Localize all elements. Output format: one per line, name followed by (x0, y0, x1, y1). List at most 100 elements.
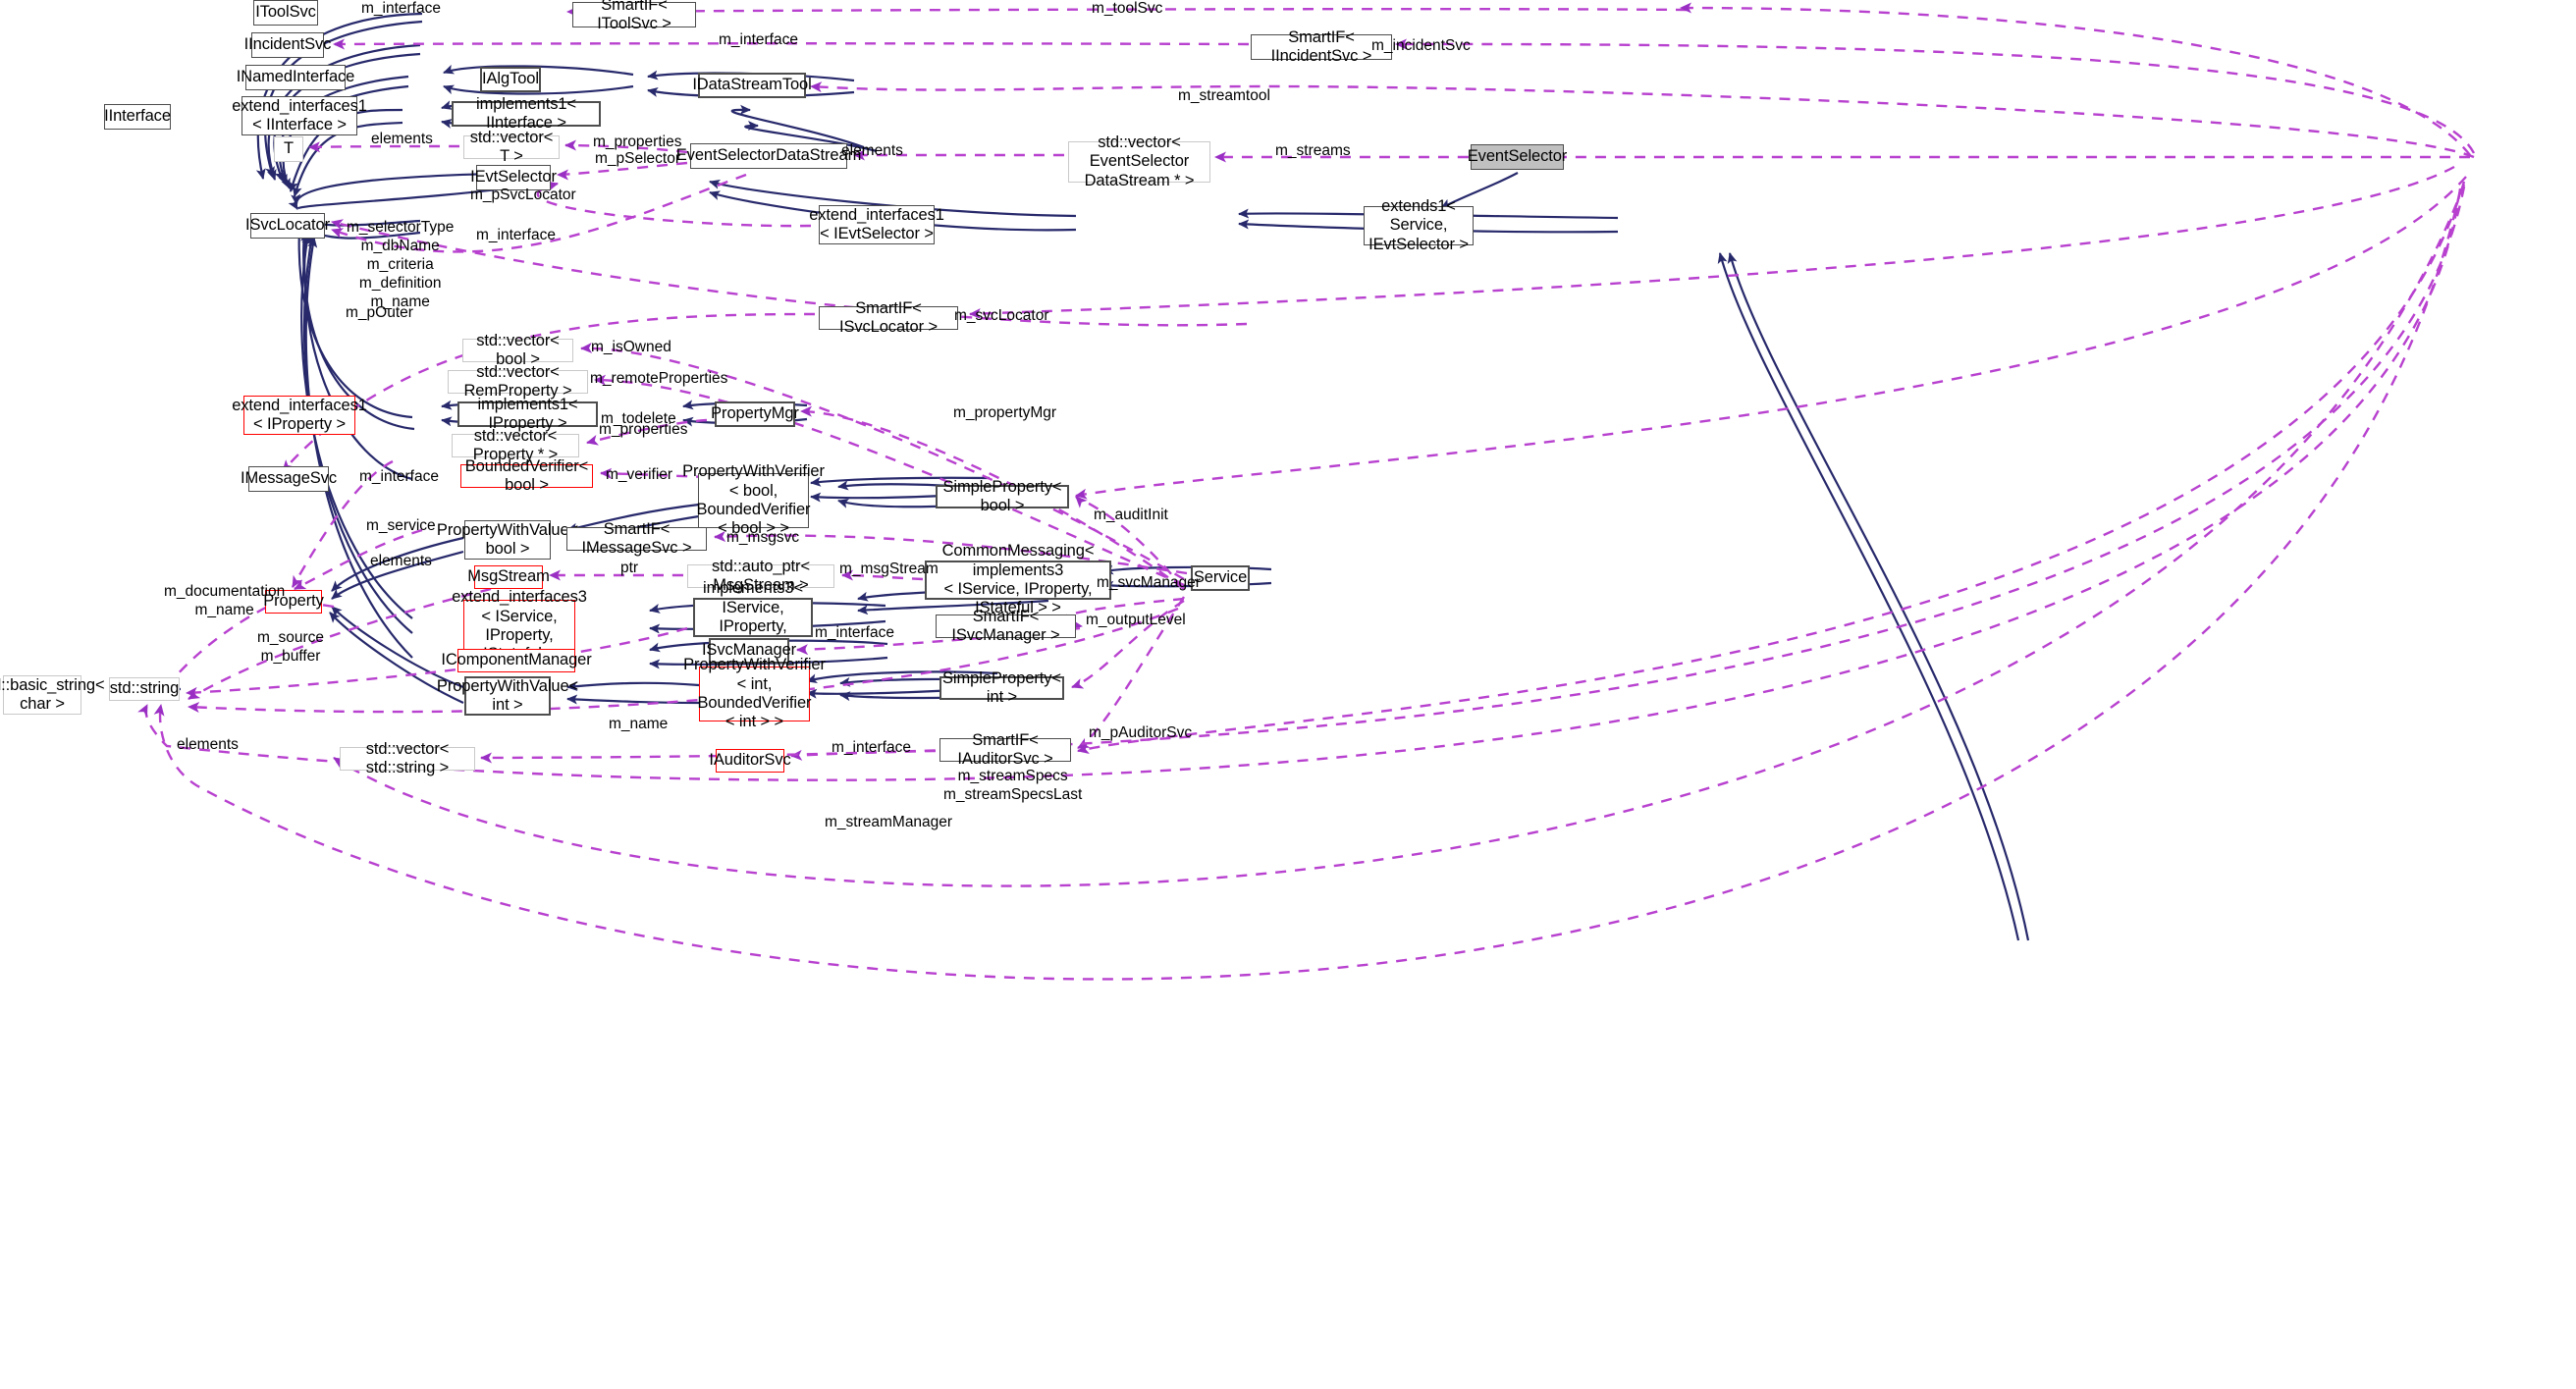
class-node-label: PropertyMgr (711, 404, 799, 423)
class-node-label: MsgStream (467, 567, 550, 586)
class-node-vector-property-p[interactable]: std::vector< Property * > (452, 427, 579, 463)
class-node-eventselectordatastream[interactable]: EventSelectorDataStream (676, 143, 861, 169)
class-node-implements3[interactable]: implements3< IService,IProperty, IStatef… (693, 579, 813, 654)
class-node-label: EventSelector (1467, 147, 1568, 166)
class-node-isvclocator[interactable]: ISvcLocator (245, 213, 330, 239)
edge-label-elements-1: elements (371, 131, 433, 147)
class-node-propertywithvalue-int[interactable]: PropertyWithValue<int > (437, 676, 578, 716)
class-node-propertywithverifier-int[interactable]: PropertyWithVerifier< int, BoundedVerifi… (683, 656, 826, 730)
class-node-extend1-iinterface[interactable]: extend_interfaces1< IInterface > (232, 96, 367, 135)
edge-label-m-pselector: m_pSelector (595, 150, 681, 167)
class-node-propertymgr[interactable]: PropertyMgr (711, 401, 799, 427)
class-node-label: PropertyWithVerifier< int, BoundedVerifi… (683, 656, 826, 731)
class-node-label: extend_interfaces1< IProperty > (232, 396, 367, 433)
class-node-ievtselector[interactable]: IEvtSelector (470, 165, 557, 190)
edge-label-m-psvclocator: m_pSvcLocator (470, 187, 576, 203)
class-node-implements1-iinterface[interactable]: implements1< IInterface > (452, 95, 601, 132)
class-node-simpleproperty-bool[interactable]: SimpleProperty< bool > (936, 478, 1069, 514)
class-node-label: T (284, 139, 294, 158)
edge-label-m-todelete: m_todelete (601, 410, 676, 427)
class-node-commonmessaging[interactable]: CommonMessaging< implements3< IService, … (925, 542, 1111, 616)
class-node-label: std::vector< std::string > (365, 739, 450, 776)
class-node-vector-bool[interactable]: std::vector< bool > (462, 332, 573, 368)
class-node-iinterface[interactable]: IInterface (104, 104, 171, 130)
class-node-label: PropertyWithValue<int > (436, 676, 579, 714)
class-node-label: std::vector< Property * > (472, 426, 559, 463)
class-node-label: IDataStreamTool (692, 76, 812, 94)
class-node-label: Service (1193, 568, 1248, 587)
class-node-simpleproperty-int[interactable]: SimpleProperty< int > (939, 669, 1064, 706)
class-node-eventselector[interactable]: EventSelector (1468, 144, 1567, 170)
class-node-label: IAuditorSvc (709, 751, 791, 770)
class-node-smartif-imessagesvc[interactable]: SmartIF< IMessageSvc > (566, 520, 707, 557)
class-node-property[interactable]: Property (263, 590, 324, 614)
class-node-label: PropertyWithValue<bool > (436, 520, 579, 558)
edge-label-m-isowned: m_isOwned (591, 339, 671, 355)
class-node-smartif-iauditorsvc[interactable]: SmartIF< IAuditorSvc > (939, 731, 1071, 768)
edge-label-m-properties-2: m_properties (599, 421, 688, 438)
edge-label-m-svclocator: m_svcLocator (954, 307, 1049, 324)
class-node-isvcmanager[interactable]: ISvcManager (702, 638, 796, 664)
class-node-label: IMessageSvc (241, 469, 337, 488)
edge-label-m-propertymgr: m_propertyMgr (953, 404, 1057, 421)
class-node-service[interactable]: Service (1191, 565, 1250, 591)
class-node-label: IToolSvc (255, 3, 316, 22)
class-node-extends1-service[interactable]: extends1< Service,IEvtSelector > (1364, 197, 1474, 253)
class-node-icomponentmanager[interactable]: IComponentManager (441, 649, 592, 672)
class-node-msgstream[interactable]: MsgStream (467, 565, 550, 589)
class-node-vector-string[interactable]: std::vector< std::string > (340, 740, 475, 776)
class-node-propertywithvalue-bool[interactable]: PropertyWithValue<bool > (437, 520, 578, 560)
edge-label-m-streammanager: m_streamManager (825, 814, 953, 830)
class-node-std-string[interactable]: std::string (109, 677, 180, 701)
edge-label-m-svcmanager: m_svcManager (1097, 574, 1201, 591)
class-node-implements1-iproperty[interactable]: implements1< IProperty > (457, 396, 598, 432)
class-node-smartif-isvclocator[interactable]: SmartIF< ISvcLocator > (819, 299, 958, 336)
class-node-label: INamedInterface (236, 68, 355, 86)
edge-label-m-interface-5: m_interface (815, 624, 894, 641)
class-node-idatastreamtool[interactable]: IDataStreamTool (692, 73, 812, 98)
class-node-smartif-isvcmanager[interactable]: SmartIF< ISvcManager > (936, 608, 1076, 644)
class-node-basic-string[interactable]: std::basic_string<char > (0, 675, 105, 715)
class-node-label: SmartIF< ISvcManager > (951, 607, 1060, 644)
class-node-label: implements1< IProperty > (477, 395, 578, 432)
edge-label-elements-4: elements (177, 736, 239, 753)
edge-label-m-outputlevel: m_outputLevel (1086, 612, 1186, 628)
edge-label-m-interface-4: m_interface (359, 468, 439, 485)
class-node-label: extend_interfaces1< IEvtSelector > (809, 205, 944, 242)
class-node-iincidentsvc[interactable]: IIncidentSvc (244, 32, 331, 58)
class-node-label: Property (263, 592, 324, 611)
class-node-inamedinterface[interactable]: INamedInterface (237, 65, 354, 90)
class-node-extend1-iproperty[interactable]: extend_interfaces1< IProperty > (232, 396, 367, 435)
class-node-smartif-iincidentsvc[interactable]: SmartIF< IIncidentSvc > (1251, 28, 1392, 65)
class-node-label: SmartIF< IToolSvc > (597, 0, 671, 32)
class-node-vector-remproperty[interactable]: std::vector< RemProperty > (448, 363, 588, 400)
class-node-extend3[interactable]: extend_interfaces3< IService, IProperty,… (452, 588, 587, 663)
class-node-vector-t[interactable]: std::vector< T > (463, 129, 560, 165)
edge-label-m-auditinit: m_auditInit (1094, 507, 1168, 523)
class-node-smartif-itoolsvc[interactable]: SmartIF< IToolSvc > (572, 0, 696, 32)
class-node-label: SmartIF< IAuditorSvc > (957, 730, 1053, 768)
class-node-itoolsvc[interactable]: IToolSvc (253, 0, 318, 26)
class-node-autoptr-msgstream[interactable]: std::auto_ptr< MsgStream > (687, 558, 834, 594)
class-node-propertywithverifier-bool[interactable]: PropertyWithVerifier< bool, BoundedVerif… (682, 462, 825, 537)
edge-label-m-remoteproperties: m_remoteProperties (590, 370, 728, 387)
class-node-extend1-ievtselector[interactable]: extend_interfaces1< IEvtSelector > (809, 205, 944, 244)
class-node-boundedverifier-bool[interactable]: BoundedVerifier< bool > (460, 457, 593, 494)
edge-label-m-streamtool: m_streamtool (1178, 87, 1270, 104)
class-node-imessagesvc[interactable]: IMessageSvc (241, 466, 337, 492)
class-node-label: SmartIF< IMessageSvc > (581, 519, 692, 557)
edge-label-m-pauditorsvc: m_pAuditorSvc (1089, 724, 1193, 741)
class-node-label: implements1< IInterface > (476, 94, 576, 132)
class-node-ialgtool[interactable]: IAlgTool (480, 67, 541, 92)
class-node-label: IEvtSelector (470, 168, 557, 187)
class-node-iauditorsvc[interactable]: IAuditorSvc (709, 749, 791, 773)
edge-label-m-pouter: m_pOuter (346, 304, 413, 321)
class-node-label: std::vector< T > (469, 128, 554, 165)
class-node-t[interactable]: T (274, 136, 303, 162)
